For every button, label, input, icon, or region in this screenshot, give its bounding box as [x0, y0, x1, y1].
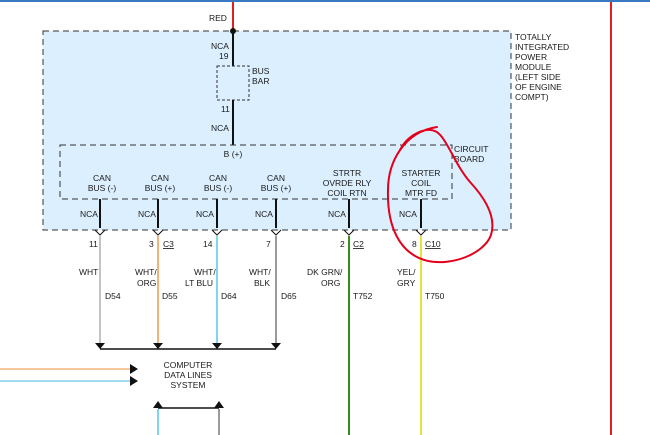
circuit-board-box	[59, 144, 453, 200]
pin-nca-3: NCA	[196, 209, 214, 219]
module-name-line-1: TOTALLY	[515, 32, 552, 42]
pin-label-2-line-2: BUS (+)	[145, 183, 176, 193]
pin-number-4: 7	[266, 239, 271, 249]
bus-arrow-3	[212, 343, 222, 349]
wire-color-6-line-1: YEL/	[397, 267, 416, 277]
system-name-line-3: SYSTEM	[171, 380, 206, 390]
pin-label-6-line-3: MTR FD	[405, 188, 437, 198]
wire-color-5-line-1: DK GRN/	[307, 267, 343, 277]
pin-column-5: STRTR OVRDE RLY COIL RTN NCA 2 C2 DK GRN…	[307, 168, 373, 435]
pin-column-2: CAN BUS (+) NCA 3 C3 WHT/ ORG D55	[135, 173, 178, 344]
wire-circuit-6: T750	[425, 291, 445, 301]
module-bottom-pin: 11	[221, 104, 230, 114]
pin-column-4: CAN BUS (+) NCA 7 WHT/ BLK D65	[249, 173, 297, 344]
wire-circuit-1: D54	[105, 291, 121, 301]
pin-label-5-line-1: STRTR	[333, 168, 361, 178]
wire-circuit-5: T752	[353, 291, 373, 301]
module-bottom-nca: NCA	[211, 123, 229, 133]
pin-label-4-line-1: CAN	[267, 173, 285, 183]
pin-label-6-line-2: COIL	[411, 178, 431, 188]
module-name: TOTALLY INTEGRATED POWER MODULE (LEFT SI…	[515, 32, 569, 102]
left-in-arrow-1	[130, 364, 138, 374]
module-name-line-5: (LEFT SIDE	[515, 72, 561, 82]
pin-connector-5: C2	[353, 239, 364, 249]
module-top-nca: NCA	[211, 41, 229, 51]
pin-nca-5: NCA	[328, 209, 346, 219]
module-name-line-6: OF ENGINE	[515, 82, 562, 92]
wire-circuit-3: D64	[221, 291, 237, 301]
module-name-line-3: POWER	[515, 52, 547, 62]
pin-label-5-line-2: OVRDE RLY	[323, 178, 372, 188]
pin-terminal-2	[152, 229, 164, 236]
red-wire-label: RED	[209, 13, 227, 23]
pin-terminal-6	[415, 229, 427, 236]
module-top-pin: 19	[219, 51, 229, 61]
pin-nca-2: NCA	[138, 209, 156, 219]
wire-color-2-line-1: WHT/	[135, 267, 157, 277]
pin-column-1: CAN BUS (-) NCA 11 WHT D54	[79, 173, 121, 344]
pin-column-6: STARTER COIL MTR FD NCA 8 C10 YEL/ GRY T…	[397, 168, 445, 435]
wire-color-4-line-2: BLK	[254, 278, 270, 288]
bottom-arrow-2	[214, 401, 224, 408]
pin-label-3-line-1: CAN	[209, 173, 227, 183]
bus-bar-label-1: BUS	[252, 66, 270, 76]
system-name-line-2: DATA LINES	[164, 370, 212, 380]
wire-color-6-line-2: GRY	[397, 278, 416, 288]
pin-label-4-line-2: BUS (+)	[261, 183, 292, 193]
pin-nca-1: NCA	[80, 209, 98, 219]
circuit-board-label-1: CIRCUIT	[454, 144, 488, 154]
left-in-arrow-2	[130, 376, 138, 386]
pin-column-3: CAN BUS (-) NCA 14 WHT/ LT BLU D64	[185, 173, 237, 344]
pin-connector-2: C3	[163, 239, 174, 249]
wire-circuit-4: D65	[281, 291, 297, 301]
module-name-line-2: INTEGRATED	[515, 42, 569, 52]
bus-bar-label-2: BAR	[252, 76, 269, 86]
bus-arrow-1	[95, 343, 105, 349]
bus-arrow-4	[271, 343, 281, 349]
pin-label-3-line-2: BUS (-)	[204, 183, 233, 193]
pin-terminal-1	[94, 229, 106, 236]
module-name-line-4: MODULE	[515, 62, 552, 72]
b-plus-label: B (+)	[224, 149, 243, 159]
pin-label-5-line-3: COIL RTN	[327, 188, 366, 198]
pin-connector-6: C10	[425, 239, 441, 249]
wire-circuit-2: D55	[162, 291, 178, 301]
pin-label-1-line-1: CAN	[93, 173, 111, 183]
module-name-line-7: COMPT)	[515, 92, 549, 102]
wire-color-3-line-1: WHT/	[194, 267, 216, 277]
pin-terminal-3	[211, 229, 223, 236]
wire-color-1-line-1: WHT	[79, 267, 98, 277]
bus-arrow-2	[153, 343, 163, 349]
system-name-line-1: COMPUTER	[164, 360, 213, 370]
pin-terminal-5	[343, 229, 355, 236]
pin-number-1: 11	[89, 239, 98, 249]
pin-label-6-line-1: STARTER	[402, 168, 441, 178]
pin-number-2: 3	[149, 239, 154, 249]
pin-number-6: 8	[412, 239, 417, 249]
data-lines-bus	[95, 343, 281, 350]
bottom-arrow-1	[153, 401, 163, 408]
pin-number-5: 2	[340, 239, 345, 249]
circuit-board-label-2: BOARD	[454, 154, 484, 164]
wire-color-3-line-2: LT BLU	[185, 278, 213, 288]
pin-label-1-line-2: BUS (-)	[88, 183, 117, 193]
pin-number-3: 14	[203, 239, 213, 249]
wire-color-2-line-2: ORG	[137, 278, 156, 288]
pin-nca-6: NCA	[399, 209, 417, 219]
pin-nca-4: NCA	[255, 209, 273, 219]
pin-terminal-4	[270, 229, 282, 236]
pin-label-2-line-1: CAN	[151, 173, 169, 183]
wire-color-5-line-2: ORG	[321, 278, 340, 288]
annotation-circle	[386, 126, 494, 264]
wire-color-4-line-1: WHT/	[249, 267, 271, 277]
